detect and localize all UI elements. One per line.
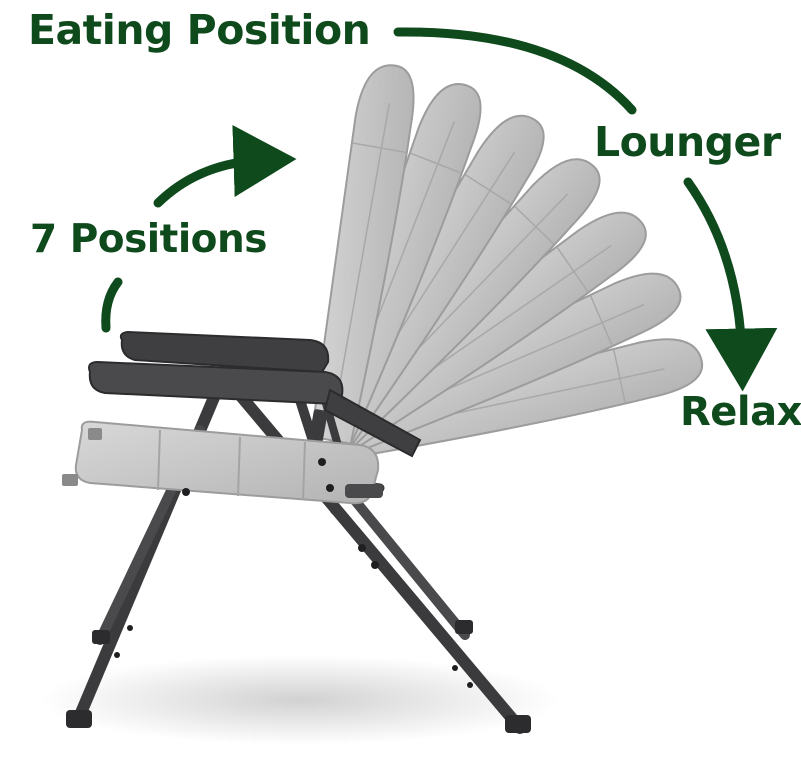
frame-rivets [114,458,473,688]
label-lounger: Lounger [594,118,781,166]
armrest-end-cap [345,484,383,498]
backrest-positions [308,64,704,462]
floor-shadow [40,655,560,745]
foot-cap [66,710,92,728]
arrow-7-positions-upper [153,124,297,208]
foot-cap [505,715,531,733]
arrow-lounger-to-relax [683,177,778,392]
seat-stitching [157,429,306,501]
foot-cap [455,620,473,634]
annotation-arrows [101,27,778,392]
arrow-eating-to-lounger [393,27,637,115]
foot-cap [92,630,110,644]
backrest-1 [308,64,415,445]
seat-tube-end [62,474,78,486]
arrow-7-positions-lower [101,277,123,333]
label-eating-position: Eating Position [28,6,371,54]
recline-adjuster [323,388,422,458]
label-relax: Relax [680,389,801,435]
seat-tube-end [88,428,102,440]
armrest-rear [119,330,330,374]
label-7-positions: 7 Positions [30,217,267,262]
armrest-front [88,360,344,406]
